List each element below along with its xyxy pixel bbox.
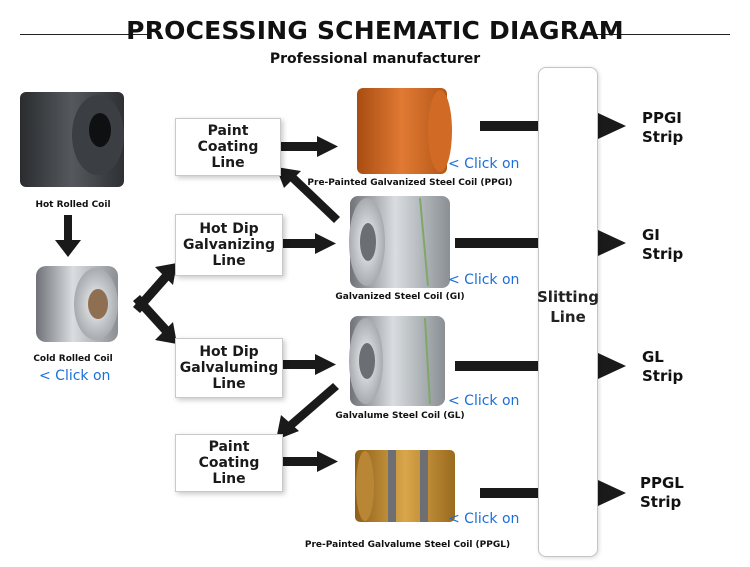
slitting-line-panel — [538, 67, 598, 557]
arrow-hot-to-cold — [55, 215, 81, 257]
gi-strip-output: GI Strip — [642, 226, 684, 263]
arrow-gi-to-paint — [276, 167, 340, 223]
arrow-galvanizing-to-gi — [282, 233, 336, 254]
ppgi-coil-label: Pre-Painted Galvanized Steel Coil (PPGI) — [307, 178, 513, 188]
arrow-paint-to-ppgi — [280, 136, 338, 157]
ppgi-strip-output: PPGI Strip — [642, 109, 684, 146]
gi-click-link[interactable]: < Click on — [448, 272, 520, 288]
page-title: PROCESSING SCHEMATIC DIAGRAM — [126, 16, 624, 45]
paint-coating-line-top-label: Paint Coating Line — [197, 123, 259, 171]
ppgi-click-link[interactable]: < Click on — [448, 156, 520, 172]
gl-click-link[interactable]: < Click on — [448, 393, 520, 409]
page-subtitle: Professional manufacturer — [269, 51, 481, 67]
ppgl-click-link[interactable]: < Click on — [448, 511, 520, 527]
gi-coil-label: Galvanized Steel Coil (GI) — [335, 292, 465, 302]
cold-rolled-coil-label: Cold Rolled Coil — [33, 354, 113, 364]
hot-dip-galvaluming-line-label: Hot Dip Galvaluming Line — [179, 344, 279, 392]
cold-rolled-coil-image — [36, 266, 118, 342]
cold-rolled-click-link[interactable]: < Click on — [39, 368, 111, 384]
title-rule-right — [596, 34, 730, 35]
arrow-gl-to-paint — [276, 383, 339, 440]
title-rule-left — [20, 34, 150, 35]
arrow-cold-branch-down — [133, 295, 177, 344]
hot-rolled-coil-image — [20, 92, 124, 187]
ppgl-coil-image — [355, 450, 455, 522]
hot-dip-galvanizing-line-label: Hot Dip Galvanizing Line — [182, 221, 275, 269]
arrow-paint-to-ppgl — [282, 451, 338, 472]
hot-dip-galvanizing-line: Hot Dip Galvanizing Line — [175, 214, 283, 276]
paint-coating-line-top: Paint Coating Line — [175, 118, 281, 176]
gl-strip-output: GL Strip — [642, 348, 684, 385]
paint-coating-line-bottom: Paint Coating Line — [175, 434, 283, 492]
slitting-line-label: Slitting Line — [537, 288, 599, 326]
gl-coil-image — [349, 316, 445, 406]
gi-coil-image — [349, 196, 450, 288]
hot-dip-galvaluming-line: Hot Dip Galvaluming Line — [175, 338, 283, 398]
hot-rolled-coil-label: Hot Rolled Coil — [35, 200, 111, 210]
ppgi-coil-image — [357, 88, 452, 174]
paint-coating-line-bottom-label: Paint Coating Line — [198, 439, 260, 487]
ppgl-coil-label: Pre-Painted Galvalume Steel Coil (PPGL) — [304, 540, 511, 550]
ppgl-strip-output: PPGL Strip — [640, 474, 684, 511]
gl-coil-label: Galvalume Steel Coil (GL) — [335, 411, 465, 421]
arrow-galvaluming-to-gl — [282, 354, 336, 375]
